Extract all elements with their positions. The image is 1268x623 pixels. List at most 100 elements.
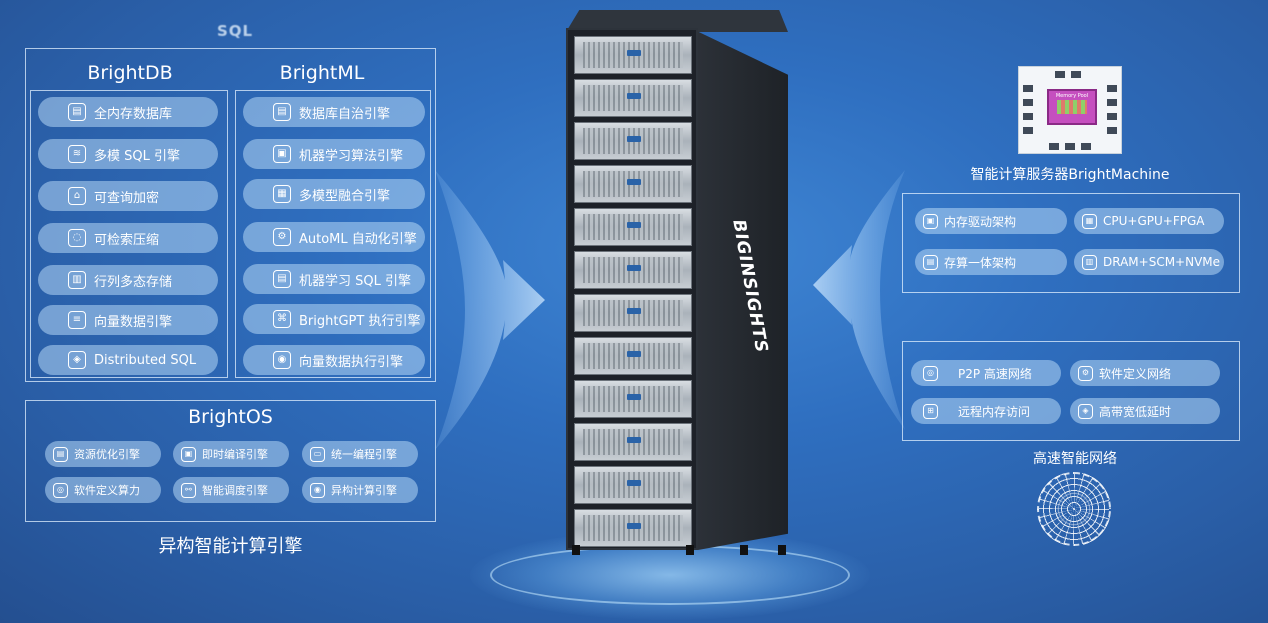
server-rack: BIGINSIGHTS (558, 10, 798, 555)
sql-top-label: SQL (216, 22, 254, 40)
network-item[interactable]: ◈高带宽低延时 (1070, 398, 1220, 424)
sdn-icon: ⚙ (1078, 365, 1093, 381)
model-fusion-icon: ▦ (273, 185, 291, 203)
chip-side-block (1107, 85, 1117, 92)
rack-top (566, 10, 788, 32)
compress-icon: ◌ (68, 229, 86, 247)
rack-foot (686, 545, 694, 555)
brightdb-title: BrightDB (87, 62, 173, 84)
scheduler-icon: ⚯ (181, 482, 196, 498)
brightml-item[interactable]: ⌘BrightGPT 执行引擎 (243, 304, 425, 334)
chip-bottom-block (1065, 143, 1075, 150)
right-arrow (813, 170, 905, 430)
brightml-item[interactable]: ▦多模型融合引擎 (243, 179, 425, 209)
brightdb-item[interactable]: ◌可检索压缩 (38, 223, 218, 253)
server-unit (574, 122, 692, 160)
brightml-item[interactable]: ⚙AutoML 自动化引擎 (243, 222, 425, 252)
rack-front (566, 28, 698, 550)
sd-compute-icon: ◎ (53, 482, 68, 498)
bandwidth-icon: ◈ (1078, 403, 1093, 419)
automl-icon: ⚙ (273, 228, 291, 246)
distributed-icon: ◈ (68, 351, 86, 369)
machine-caption: 智能计算服务器BrightMachine (970, 167, 1170, 183)
chip-cpu-block (1071, 71, 1081, 78)
network-item[interactable]: ⚙软件定义网络 (1070, 360, 1220, 386)
chip-bottom-block (1049, 143, 1059, 150)
server-unit (574, 165, 692, 203)
brightos-item[interactable]: ▭统一编程引擎 (302, 441, 418, 467)
chip-side-block (1107, 127, 1117, 134)
brightos-title: BrightOS (188, 406, 273, 428)
brightos-panel (25, 400, 436, 522)
brightos-item[interactable]: ◎软件定义算力 (45, 477, 161, 503)
chip-diagram: Memory Pool (1018, 66, 1122, 154)
chip-side-block (1107, 113, 1117, 120)
brightos-item[interactable]: ◉异构计算引擎 (302, 477, 418, 503)
brightml-item[interactable]: ▤机器学习 SQL 引擎 (243, 264, 425, 294)
brightdb-item[interactable]: ≋多模 SQL 引擎 (38, 139, 218, 169)
left-arrow (435, 170, 545, 450)
machine-item[interactable]: ▥DRAM+SCM+NVMe (1074, 249, 1224, 275)
brightdb-item[interactable]: ◈Distributed SQL (38, 345, 218, 375)
rack-side (698, 31, 788, 550)
brightos-item[interactable]: ▣即时编译引擎 (173, 441, 289, 467)
brightdb-item[interactable]: ▥行列多态存储 (38, 265, 218, 295)
memory-pool-core: Memory Pool (1047, 89, 1097, 125)
memory-db-icon: ▤ (68, 103, 86, 121)
layers-icon: ≋ (68, 145, 86, 163)
server-unit (574, 36, 692, 74)
ml-sql-icon: ▤ (273, 270, 291, 288)
algorithm-icon: ▣ (273, 145, 291, 163)
gpt-icon: ⌘ (273, 310, 291, 328)
chip-side-block (1023, 127, 1033, 134)
brightml-item[interactable]: ▣机器学习算法引擎 (243, 139, 425, 169)
server-unit (574, 251, 692, 289)
server-unit (574, 208, 692, 246)
db-auto-icon: ▤ (273, 103, 291, 121)
compute-storage-icon: ▤ (923, 254, 938, 270)
chip-cpu-block (1055, 71, 1065, 78)
server-unit (574, 380, 692, 418)
brightdb-panel (30, 90, 228, 378)
network-panel (902, 341, 1240, 441)
dram-icon: ▥ (1082, 254, 1097, 270)
brightdb-item[interactable]: ▤全内存数据库 (38, 97, 218, 127)
brightml-item[interactable]: ▤数据库自治引擎 (243, 97, 425, 127)
rack-foot (740, 545, 748, 555)
server-unit (574, 79, 692, 117)
server-unit (574, 337, 692, 375)
network-caption: 高速智能网络 (1033, 451, 1117, 467)
brightdb-item[interactable]: ≡向量数据引擎 (38, 305, 218, 335)
db-ml-panel (25, 48, 436, 382)
network-item[interactable]: ◎P2P 高速网络 (911, 360, 1061, 386)
brightos-item[interactable]: ⚯智能调度引擎 (173, 477, 289, 503)
hetero-icon: ◉ (310, 482, 325, 498)
server-unit (574, 466, 692, 504)
brightml-panel (235, 90, 431, 378)
resource-icon: ▤ (53, 446, 68, 462)
machine-item[interactable]: ▣内存驱动架构 (915, 208, 1067, 234)
rack-foot (572, 545, 580, 555)
server-unit (574, 294, 692, 332)
memory-pool-cells (1057, 100, 1087, 114)
chip-bottom-block (1081, 143, 1091, 150)
vector-exec-icon: ◉ (273, 351, 291, 369)
network-item[interactable]: ⊞远程内存访问 (911, 398, 1061, 424)
p2p-icon: ◎ (923, 365, 938, 381)
memory-pool-label: Memory Pool (1055, 93, 1089, 99)
machine-item[interactable]: ▦CPU+GPU+FPGA (1074, 208, 1224, 234)
engine-caption: 异构智能计算引擎 (158, 536, 303, 557)
chip-side-block (1023, 85, 1033, 92)
brightdb-item[interactable]: ⌂可查询加密 (38, 181, 218, 211)
machine-item[interactable]: ▤存算一体架构 (915, 249, 1067, 275)
lock-icon: ⌂ (68, 187, 86, 205)
storage-icon: ▥ (68, 271, 86, 289)
brightos-item[interactable]: ▤资源优化引擎 (45, 441, 161, 467)
brightml-title: BrightML (279, 62, 365, 84)
vector-icon: ≡ (68, 311, 86, 329)
brightml-item[interactable]: ◉向量数据执行引擎 (243, 345, 425, 375)
cpu-icon: ▦ (1082, 213, 1097, 229)
program-icon: ▭ (310, 446, 325, 462)
memory-arch-icon: ▣ (923, 213, 938, 229)
rack-foot (778, 545, 786, 555)
